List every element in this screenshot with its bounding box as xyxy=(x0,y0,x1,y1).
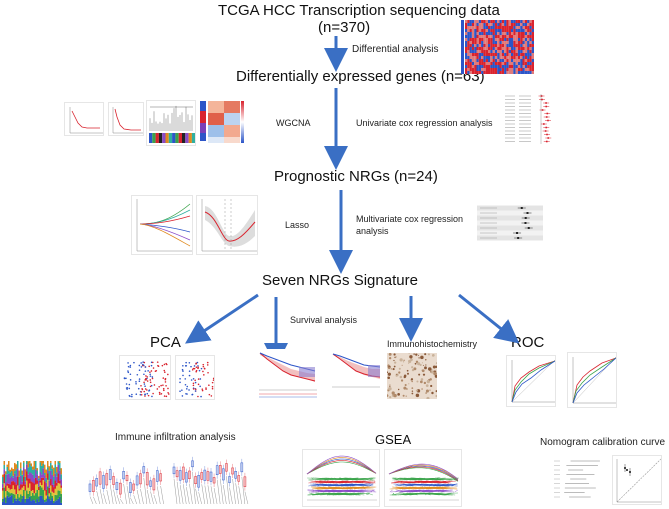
wgcna-label: WGCNA xyxy=(276,118,311,128)
pca-label: PCA xyxy=(150,334,181,351)
lasso-cv-plot xyxy=(196,195,258,255)
pca-scatter-1 xyxy=(119,355,171,400)
ihc-label: Immunohistochemistry xyxy=(387,339,478,349)
title-line1: TCGA HCC Transcription sequencing data xyxy=(218,2,500,19)
arrow-to-pca xyxy=(185,293,259,344)
nomogram-plot xyxy=(552,458,608,502)
univariate-label: Univariate cox regression analysis xyxy=(356,118,493,128)
calibration-curve xyxy=(612,455,662,505)
arrow-to-roc xyxy=(458,293,520,344)
survival-label: Survival analysis xyxy=(290,315,358,325)
differential-analysis-label: Differential analysis xyxy=(352,44,439,55)
immune-boxplot-1 xyxy=(86,458,166,506)
signature-heading: Seven NRGs Signature xyxy=(262,272,418,289)
title-line2: (n=370) xyxy=(318,19,371,36)
km-survival-curve-1 xyxy=(257,349,319,401)
wgcna-dendrogram xyxy=(146,100,196,146)
multivariate-forest-table xyxy=(477,204,543,242)
prognostic-heading: Prognostic NRGs (n=24) xyxy=(274,168,438,185)
roc-curve-1 xyxy=(506,355,556,407)
nomogram-label: Nomogram calibration curve xyxy=(540,437,666,448)
immune-label: Immune infiltration analysis xyxy=(115,432,236,443)
heatmap-thumbnail xyxy=(461,20,535,74)
gsea-plot-1 xyxy=(302,449,380,507)
pca-scatter-2 xyxy=(175,355,215,400)
immune-stacked-bar xyxy=(2,461,70,505)
univariate-forest-table xyxy=(503,92,561,146)
lasso-label: Lasso xyxy=(285,220,310,230)
wgcna-connectivity-plot xyxy=(108,102,144,136)
multivariate-label-1: Multivariate cox regression xyxy=(356,214,464,224)
multivariate-label-2: analysis xyxy=(356,226,389,236)
km-survival-curve-2 xyxy=(330,349,382,393)
wgcna-scale-plot xyxy=(64,102,104,136)
deg-heading: Differentially expressed genes (n=63) xyxy=(236,68,485,85)
ihc-tissue-image xyxy=(387,353,437,399)
roc-curve-2 xyxy=(567,352,617,408)
gsea-label: GSEA xyxy=(375,432,412,447)
wgcna-module-trait-heatmap xyxy=(200,97,244,147)
lasso-coefficient-plot xyxy=(131,195,193,255)
gsea-plot-2 xyxy=(384,449,462,507)
immune-boxplot-2 xyxy=(170,452,250,506)
